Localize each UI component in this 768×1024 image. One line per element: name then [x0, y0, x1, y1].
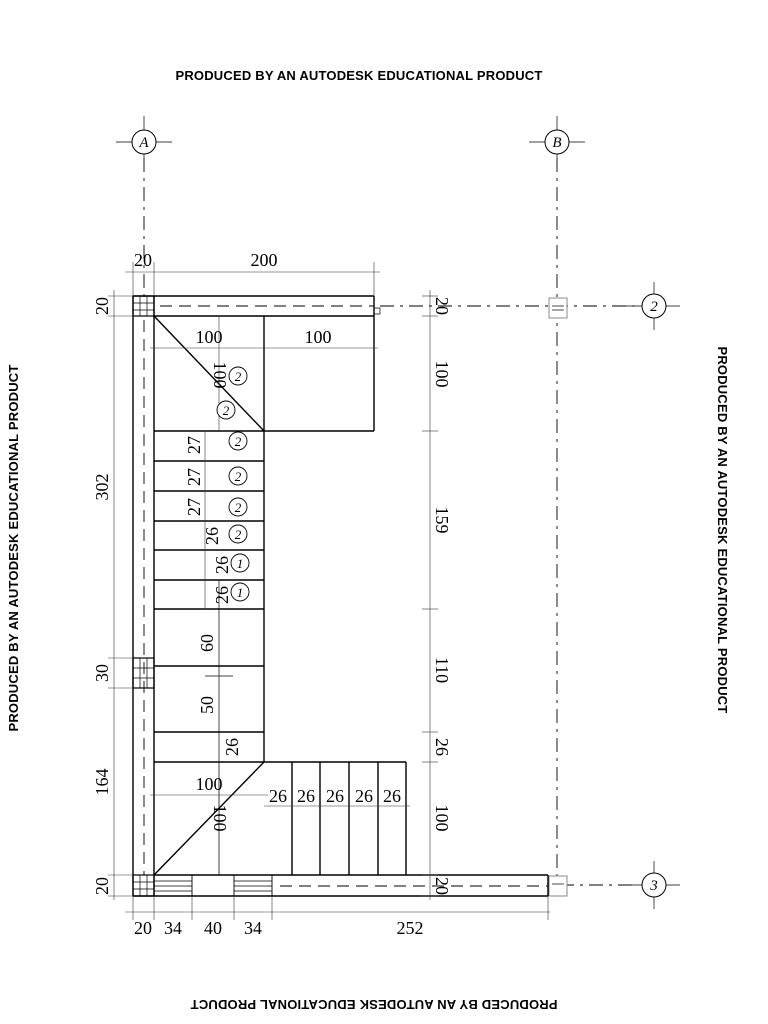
grid-axis-a-label: A	[138, 135, 149, 151]
stair-top-landing	[153, 315, 375, 762]
dim-left-2: 302	[92, 474, 112, 501]
column-b3	[548, 875, 568, 897]
dim-right-2: 100	[432, 361, 452, 388]
svg-text:2: 2	[235, 527, 242, 542]
dim-lower-flight-1: 26	[269, 786, 287, 806]
stair-bottom-landing	[153, 761, 406, 876]
pillar-bottom	[132, 874, 155, 897]
grid-axis-3: 3	[560, 861, 680, 909]
stair-upper-flight	[154, 460, 264, 875]
dim-right-7: 20	[432, 877, 452, 895]
step-mark: 2	[228, 431, 248, 451]
grid-axis-b: B	[529, 116, 585, 880]
dim-top-2: 200	[251, 250, 278, 270]
dim-lower-flight-4: 26	[355, 786, 373, 806]
dim-right-1: 20	[432, 297, 452, 315]
dim-flight-11: 100	[196, 774, 223, 794]
dim-flight-5: 26	[202, 527, 222, 545]
step-mark: 2	[228, 524, 248, 544]
stair-lower-flight	[291, 762, 407, 875]
dim-right-3: 159	[432, 507, 452, 534]
svg-text:2: 2	[235, 500, 242, 515]
wall-bottom	[133, 874, 549, 897]
svg-text:2: 2	[235, 469, 242, 484]
step-mark: 1	[230, 553, 250, 573]
dim-bottom-1: 20	[134, 918, 152, 938]
dim-left-3: 30	[92, 664, 112, 682]
dim-top-1: 20	[134, 250, 152, 270]
svg-text:2: 2	[235, 369, 242, 384]
watermark-left: PRODUCED BY AN AUTODESK EDUCATIONAL PROD…	[6, 364, 21, 731]
dim-left-1: 20	[92, 297, 112, 315]
dim-flight-1: 100	[210, 362, 230, 389]
dim-inner-top-1: 100	[196, 327, 223, 347]
dim-bottom-2: 34	[164, 918, 182, 938]
dim-right-5: 26	[432, 738, 452, 756]
svg-text:2: 2	[235, 434, 242, 449]
grid-axis-2: 2	[380, 282, 680, 330]
dim-right-4: 110	[432, 657, 452, 683]
step-mark: 2	[228, 366, 248, 386]
dim-lower-flight-5: 26	[383, 786, 401, 806]
dim-lower-flight-3: 26	[326, 786, 344, 806]
dim-right-6: 100	[432, 805, 452, 832]
dim-flight-10: 26	[222, 738, 242, 756]
svg-text:2: 2	[223, 403, 230, 418]
dim-bottom-5: 252	[397, 918, 424, 938]
grid-axis-3-label: 3	[649, 878, 658, 894]
watermark-right: PRODUCED BY AN AUTODESK EDUCATIONAL PROD…	[715, 346, 730, 713]
dim-left-5: 20	[92, 877, 112, 895]
step-mark: 2	[228, 466, 248, 486]
watermark-top: PRODUCED BY AN AUTODESK EDUCATIONAL PROD…	[175, 68, 542, 83]
dimension-lines	[108, 262, 550, 920]
pillar-middle	[132, 657, 155, 689]
window-bottom-2	[233, 874, 273, 897]
grid-axis-2-label: 2	[650, 299, 658, 315]
step-mark: 2	[228, 497, 248, 517]
dim-flight-2: 27	[184, 436, 204, 454]
dim-bottom-4: 34	[244, 918, 262, 938]
dim-flight-7: 26	[212, 586, 232, 604]
watermark-bottom: PRODUCED BY AN AUTODESK EDUCATIONAL PROD…	[190, 997, 557, 1012]
column-b2	[548, 297, 568, 319]
dim-flight-12: 100	[210, 805, 230, 832]
dim-left-4: 164	[92, 769, 112, 796]
dim-inner-top-2: 100	[305, 327, 332, 347]
window-bottom-1	[153, 874, 193, 897]
dim-flight-4: 27	[184, 498, 204, 516]
dim-flight-9: 50	[197, 696, 217, 714]
wall-left	[132, 296, 155, 896]
dim-flight-8: 60	[197, 634, 217, 652]
dim-lower-flight-2: 26	[297, 786, 315, 806]
dim-bottom-3: 40	[204, 918, 222, 938]
step-mark: 1	[230, 582, 250, 602]
grid-axis-b-label: B	[552, 135, 561, 151]
step-mark: 2	[216, 400, 236, 420]
wall-top	[133, 295, 381, 317]
grid-axis-a: A	[116, 116, 172, 300]
dim-flight-3: 27	[184, 468, 204, 486]
dim-flight-6: 26	[212, 556, 232, 574]
pillar-top	[132, 295, 155, 317]
svg-text:1: 1	[237, 556, 244, 571]
svg-text:1: 1	[237, 585, 244, 600]
